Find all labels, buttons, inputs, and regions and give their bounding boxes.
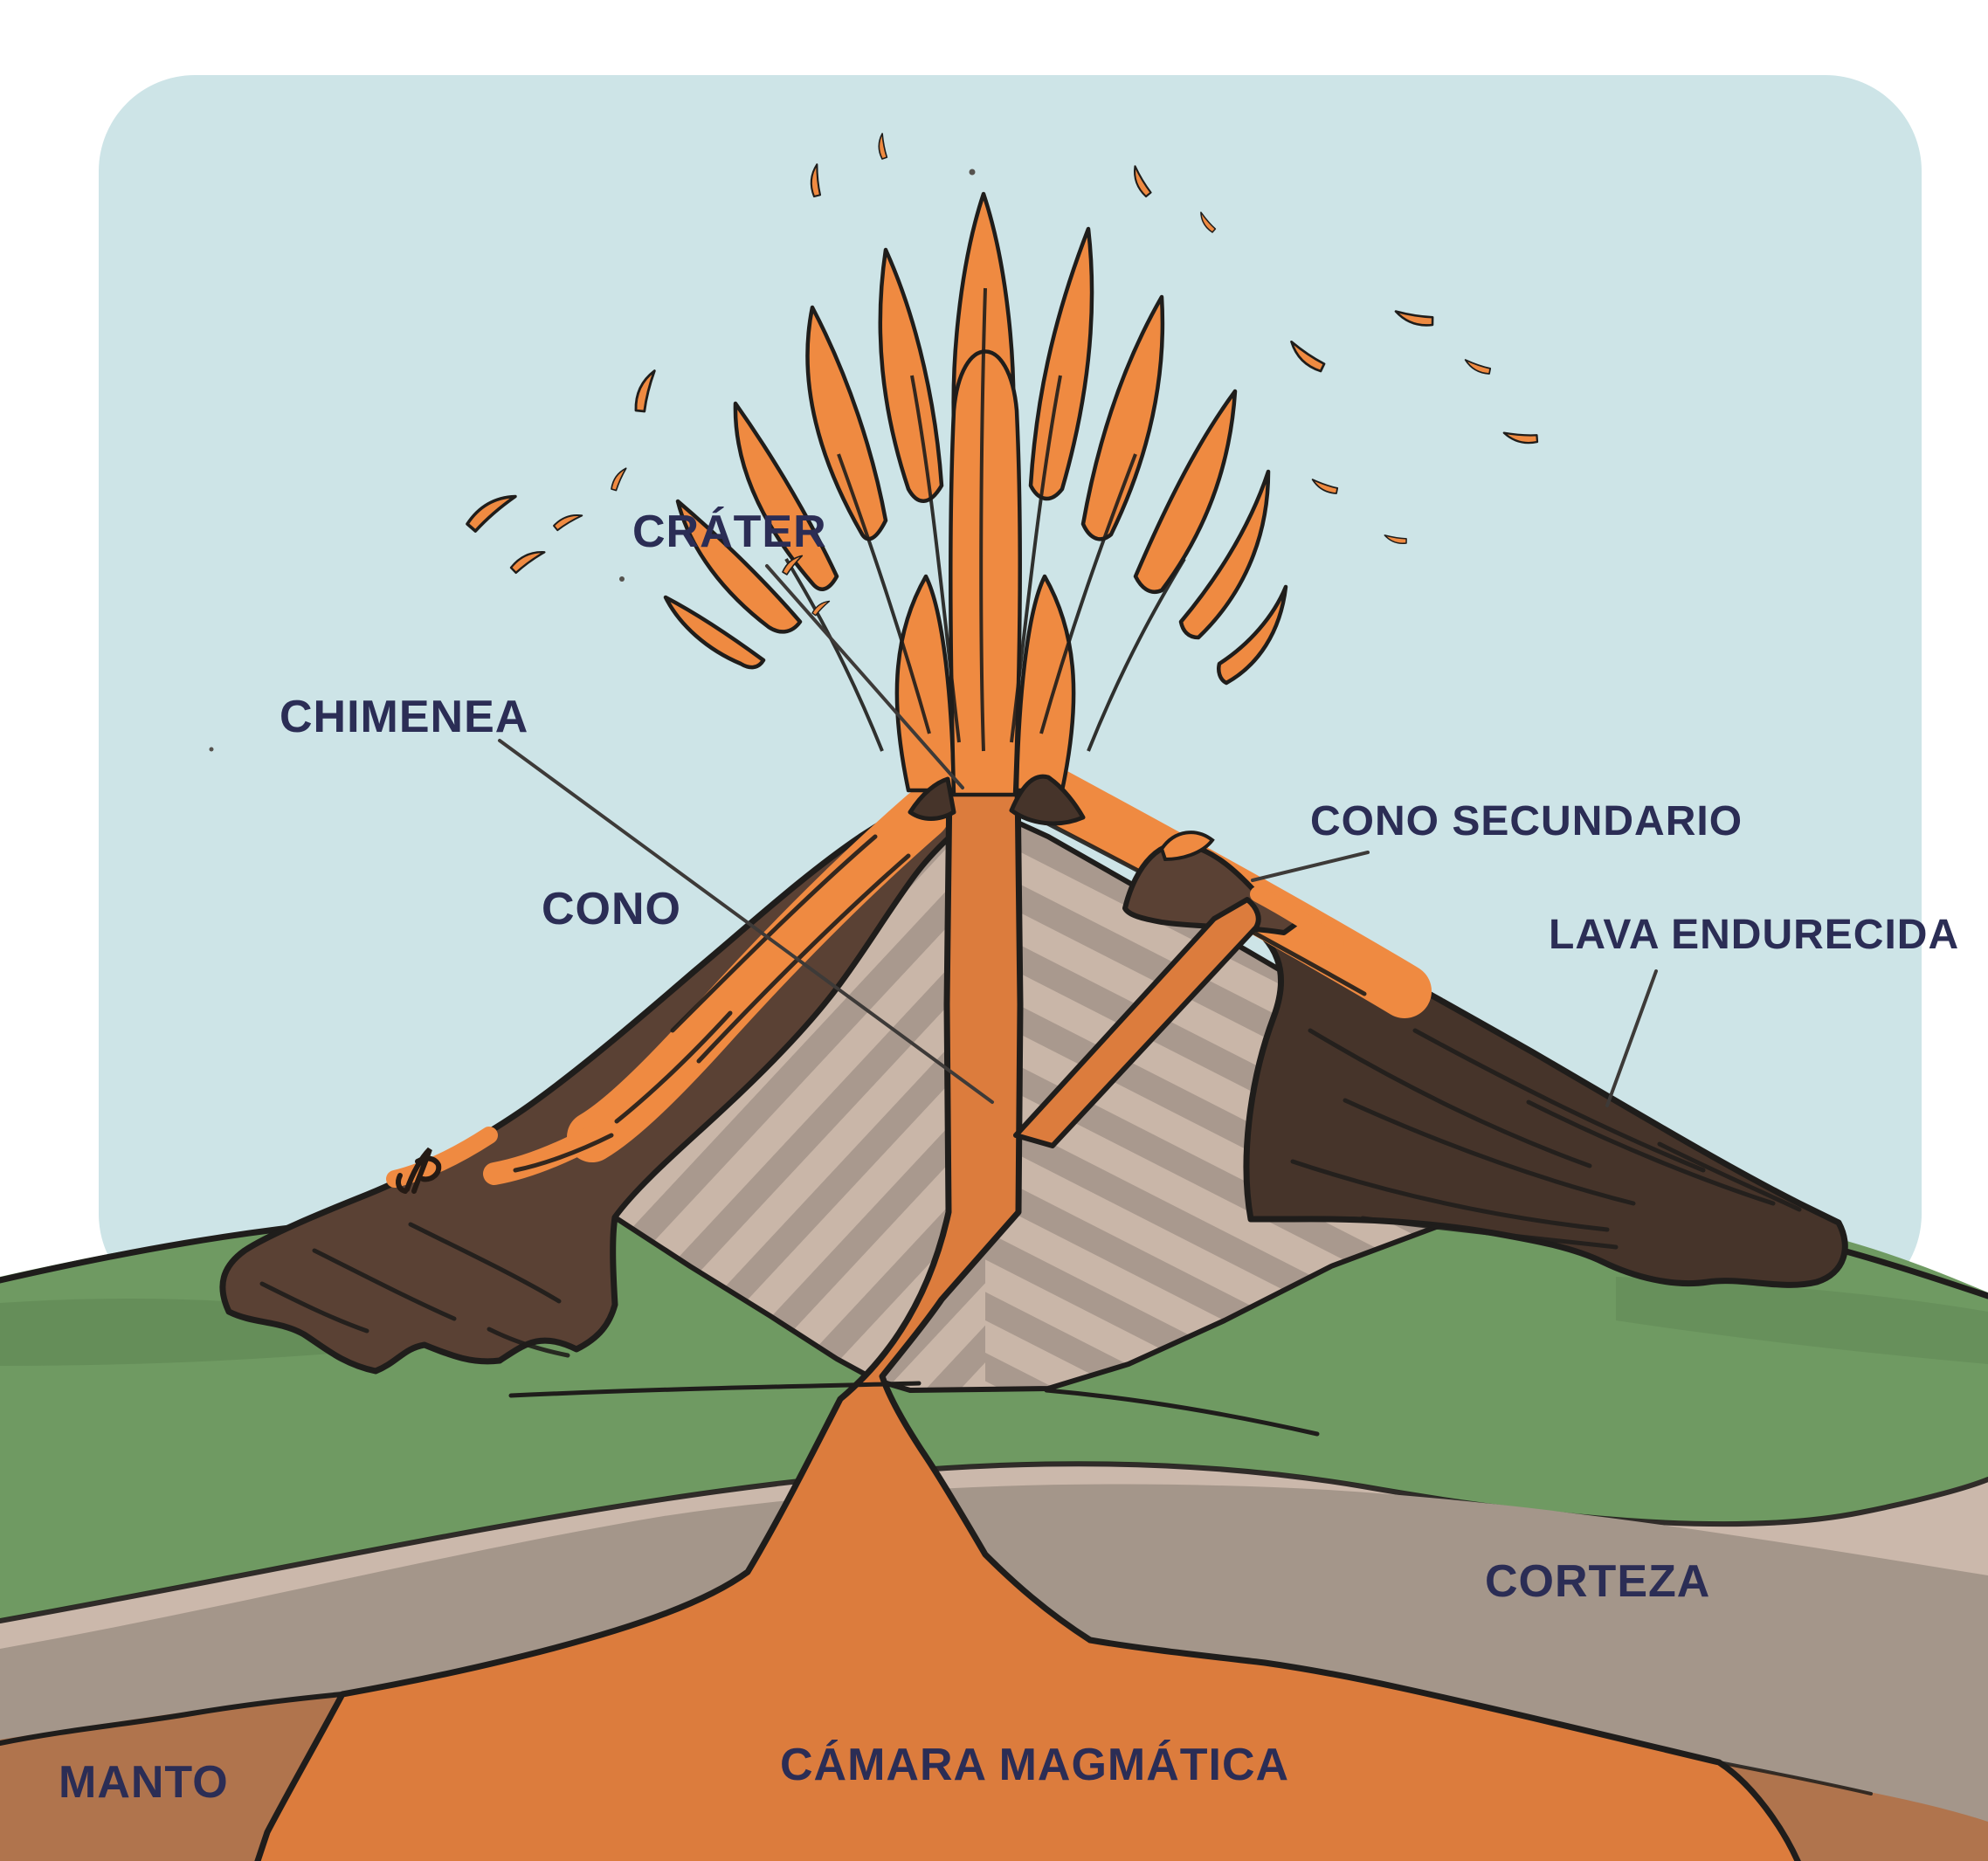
- sky-specks: [209, 169, 976, 752]
- left-flank-contours: [259, 834, 911, 1358]
- ground-fold-lines: [508, 1381, 1320, 1437]
- secondary-cone-lava-streak: [1250, 886, 1344, 951]
- eruption: [461, 132, 1541, 797]
- crust-mantle-line-left: [0, 1692, 345, 1746]
- mantle-left: [0, 1692, 342, 1861]
- labels: CRÁTER CHIMENEA CONO CONO SECUNDARIO LAV…: [59, 507, 1959, 1808]
- hardened-lava-contours: [1290, 1028, 1802, 1250]
- label-magma-chamber: CÁMARA MAGMÁTICA: [780, 1740, 1289, 1790]
- crust-mantle-line-right: [1717, 1761, 1873, 1796]
- eruption-streaks: [784, 287, 1186, 752]
- label-chimney: CHIMENEA: [280, 692, 528, 742]
- secondary-conduit-branch: [1013, 897, 1261, 1148]
- lava-flow-left-tip: [483, 1126, 604, 1185]
- label-crater: CRÁTER: [632, 507, 827, 557]
- hardened-lava-leader-line: [1605, 969, 1658, 1107]
- crater-leader-line: [765, 564, 964, 789]
- magma-chamber-and-conduit: [254, 778, 1801, 1861]
- leader-lines: [498, 564, 1658, 1107]
- grass-shading-right: [1616, 1277, 1988, 1364]
- label-secondary-cone: CONO SECUNDARIO: [1310, 798, 1743, 844]
- label-cone: CONO: [542, 884, 681, 934]
- chimney-leader-line: [498, 739, 994, 1104]
- cut-face-outline: [612, 805, 1708, 1393]
- label-crust: CORTEZA: [1485, 1556, 1710, 1607]
- grass-bottom-line: [0, 1461, 1988, 1623]
- artist-signature: [396, 1147, 442, 1194]
- crater-rim: [908, 774, 1086, 826]
- label-mantle: MANTO: [59, 1757, 229, 1808]
- secondary-cone-leader-line: [1251, 851, 1370, 882]
- secondary-cone-lava-cap: [1159, 831, 1215, 862]
- label-hardened-lava: LAVA ENDURECIDA: [1549, 912, 1959, 958]
